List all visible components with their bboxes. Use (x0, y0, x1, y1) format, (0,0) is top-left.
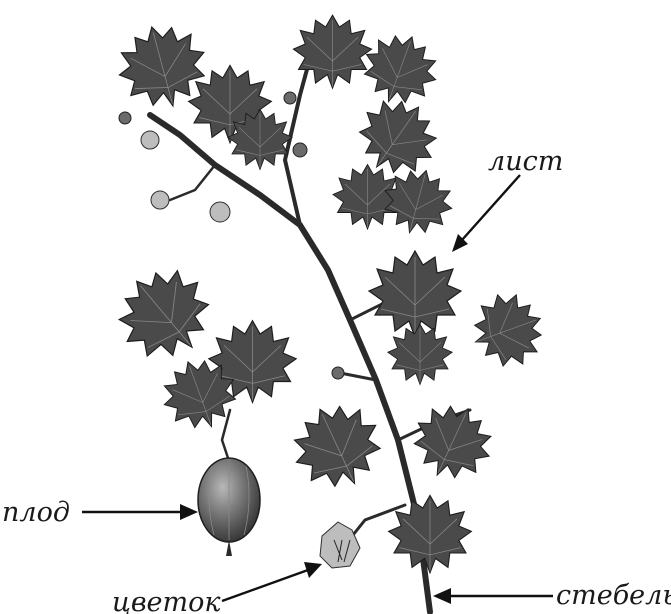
fruit-stalk (222, 410, 230, 458)
leaf-lower-left (280, 391, 394, 502)
flower-labeled (320, 522, 360, 568)
leaf-left-upper (101, 252, 227, 377)
leaf-lower-right (402, 392, 504, 491)
arrow-flower-head (304, 562, 322, 578)
flower-small (210, 202, 230, 222)
flower-small (151, 191, 169, 209)
plant-illustration (101, 15, 552, 612)
arrow-stem-head (433, 588, 451, 604)
bud (332, 367, 344, 379)
flower-small (141, 131, 159, 149)
bud (284, 92, 296, 104)
label-arrows (82, 175, 553, 604)
label-flower: цветок (112, 587, 221, 614)
label-fruit: плод (2, 497, 70, 528)
label-leaf: лист (488, 146, 563, 177)
label-stem: стебель (556, 580, 671, 611)
leaf-labeled (369, 251, 461, 337)
leaf-upper-right (354, 24, 447, 114)
leaf-mid-small (388, 324, 452, 384)
arrow-leaf (462, 175, 520, 240)
arrow-flower (222, 570, 308, 601)
bud (293, 143, 307, 157)
leaf-right-large (463, 284, 553, 377)
bud (119, 112, 131, 124)
arrow-fruit-head (180, 504, 198, 520)
leaf-mid-right (345, 85, 451, 190)
flower-twig (170, 165, 215, 200)
gooseberry-fruit (198, 458, 260, 556)
